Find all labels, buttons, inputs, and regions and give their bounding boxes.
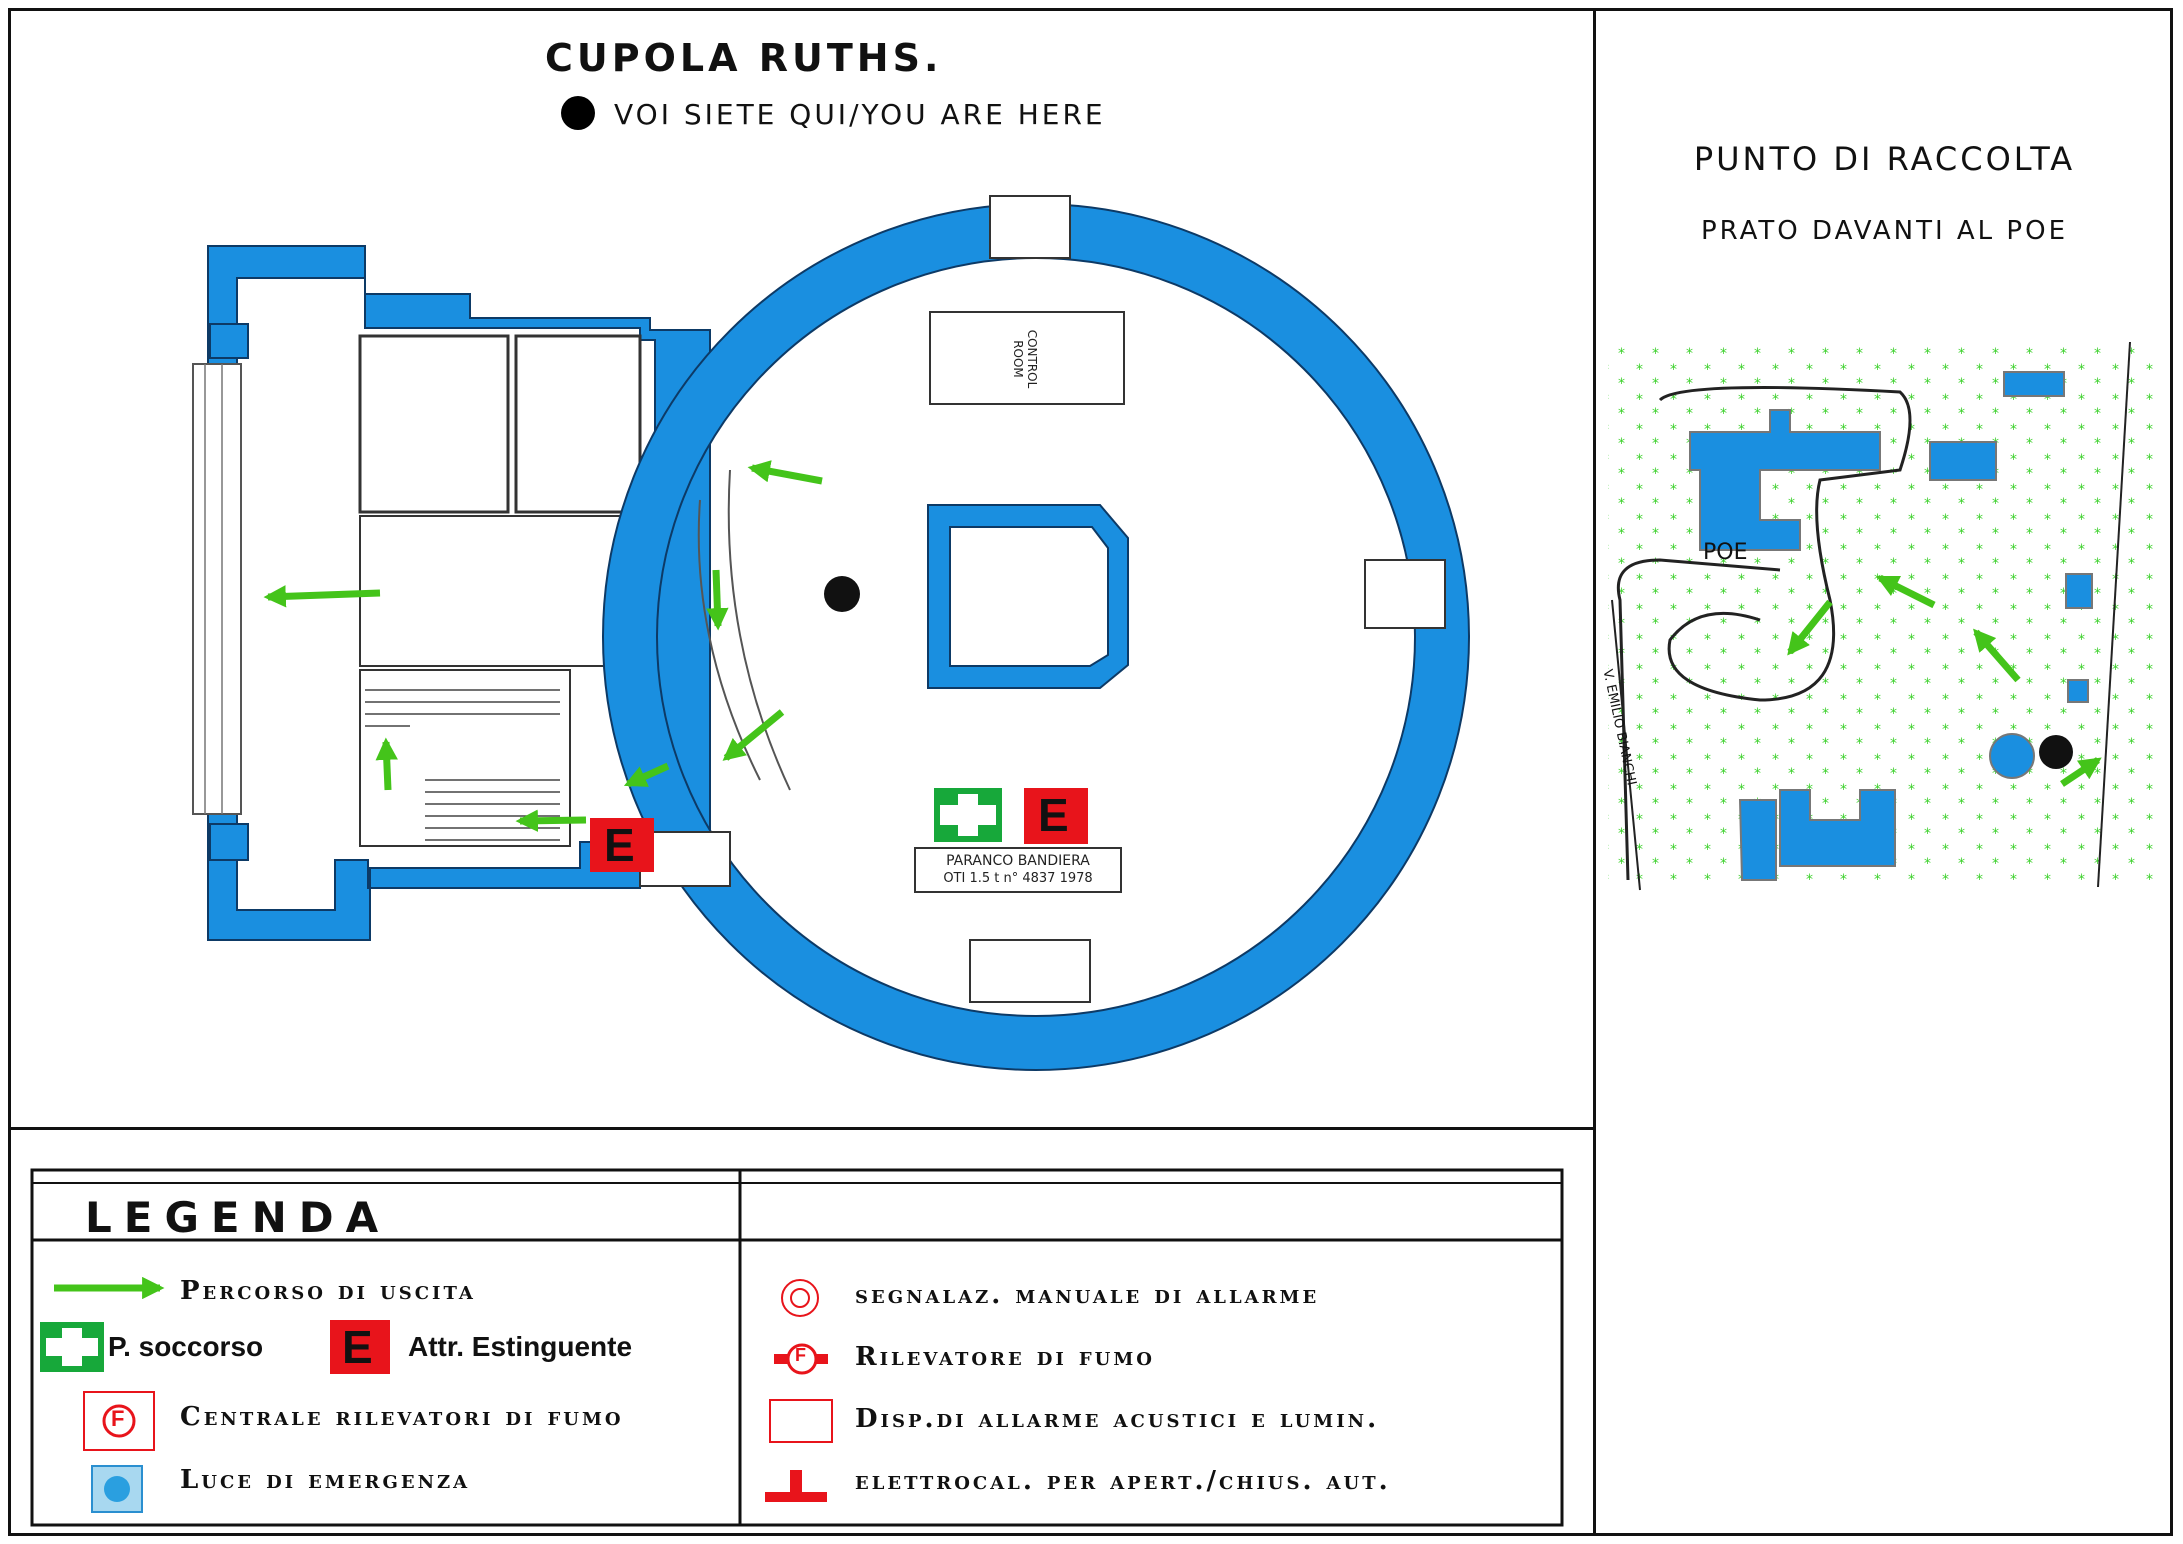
paranco-line2: OTI 1.5 t n° 4837 1978 — [943, 871, 1093, 886]
assembly-point-subtitle: PRATO DAVANTI AL POE — [1700, 216, 2069, 246]
poe-label: POE — [1703, 540, 1748, 565]
first-aid-sign — [934, 788, 1002, 842]
exit-arrow — [747, 460, 823, 485]
paranco-box — [914, 847, 1122, 893]
control-room-label: CONTROL ROOM — [1011, 329, 1039, 389]
hall-room — [359, 515, 641, 667]
you-are-here-label: VOI SIETE QUI/YOU ARE HERE — [614, 98, 1106, 131]
left-wing-block-2 — [209, 823, 249, 861]
legend-first-aid: P. soccorso — [108, 1331, 264, 1362]
legend-smoke-control: Centrale rilevatori di fumo — [180, 1402, 624, 1432]
dome-door-bottom — [969, 939, 1091, 1003]
legend-emergency-light-icon — [91, 1465, 143, 1513]
legend-title: LEGENDA — [85, 1193, 391, 1242]
stairs — [365, 689, 560, 841]
extinguisher-letter-exit: E — [604, 819, 635, 871]
building-floor-plan — [192, 195, 1470, 1071]
legend-extinguisher-letter: E — [342, 1321, 373, 1373]
legend-alarm-device-icon — [769, 1399, 833, 1443]
building-h — [1989, 733, 2035, 779]
legend-electromagnet-icon — [765, 1470, 827, 1502]
dome-door-top — [989, 195, 1071, 259]
map-title: CUPOLA RUTHS. — [545, 36, 943, 80]
legend-first-aid-icon — [40, 1322, 104, 1372]
map-frame — [8, 8, 2173, 1536]
exit-arrow — [515, 809, 587, 832]
legend-alarm-device: Disp.di allarme acustici e lumin. — [855, 1404, 1380, 1434]
dome-door-left — [639, 831, 731, 887]
street — [1611, 599, 1641, 891]
site-exit-arrows — [1787, 574, 2102, 787]
legend-manual-alarm-icon — [781, 1279, 819, 1317]
legend-emergency-light: Luce di emergenza — [180, 1465, 471, 1495]
room-top-right — [514, 334, 642, 514]
exit-arrow — [722, 709, 785, 761]
left-wing-block-1 — [209, 323, 249, 359]
assembly-point-title: PUNTO DI RACCOLTA — [1693, 140, 2076, 178]
building-i — [2067, 679, 2089, 703]
exit-arrow — [1787, 599, 1833, 656]
you-are-here-dot — [824, 576, 860, 612]
legend-electromagnet: elettrocal. per apert./chius. aut. — [855, 1466, 1391, 1496]
extinguisher-letter-dome: E — [1038, 789, 1069, 841]
legend-smoke-detector: Rilevatore di fumo — [855, 1342, 1155, 1372]
central-pier — [927, 504, 1129, 689]
exit-arrow — [623, 762, 670, 788]
extinguisher-sign-exit — [590, 818, 654, 872]
paranco-line1: PARANCO BANDIERA — [946, 853, 1090, 869]
legend-extinguisher-icon — [330, 1320, 390, 1374]
legend-divider — [8, 1127, 1596, 1130]
exit-arrow — [375, 737, 398, 791]
site-map — [1608, 341, 2160, 891]
exit-arrows — [263, 460, 823, 832]
building-b — [1738, 799, 1777, 881]
you-are-here-dot-site — [2039, 735, 2073, 769]
legend-smoke-detector-icon — [774, 1343, 828, 1375]
room-top-left — [358, 334, 510, 514]
exit-arrow — [1973, 628, 2021, 683]
dome-door-right — [1364, 559, 1446, 629]
exit-arrow — [2060, 757, 2102, 787]
building-f — [2003, 371, 2065, 397]
legend-smoke-detector-letter: F — [795, 1345, 806, 1365]
legend-table — [30, 1168, 1564, 1527]
legend-manual-alarm: segnalaz. manuale di allarme — [855, 1280, 1320, 1310]
extinguisher-sign-dome — [1024, 788, 1088, 844]
window-strip — [192, 363, 242, 815]
panel-divider — [1593, 8, 1596, 1536]
control-room-box — [929, 311, 1125, 405]
legend-fire-letter: F — [111, 1406, 125, 1431]
exit-arrow — [1875, 574, 1936, 609]
you-are-here-dot-legend — [561, 96, 595, 130]
exit-arrow — [263, 585, 381, 608]
building-g — [2065, 573, 2093, 609]
building-c — [1779, 789, 1896, 867]
exit-arrow — [706, 569, 729, 631]
building-e — [1929, 441, 1997, 481]
poe-building — [1689, 409, 1881, 551]
legend-extinguisher: Attr. Estinguente — [408, 1331, 633, 1362]
road — [1658, 386, 1912, 702]
legend-exit-route: Percorso di uscita — [180, 1276, 476, 1306]
